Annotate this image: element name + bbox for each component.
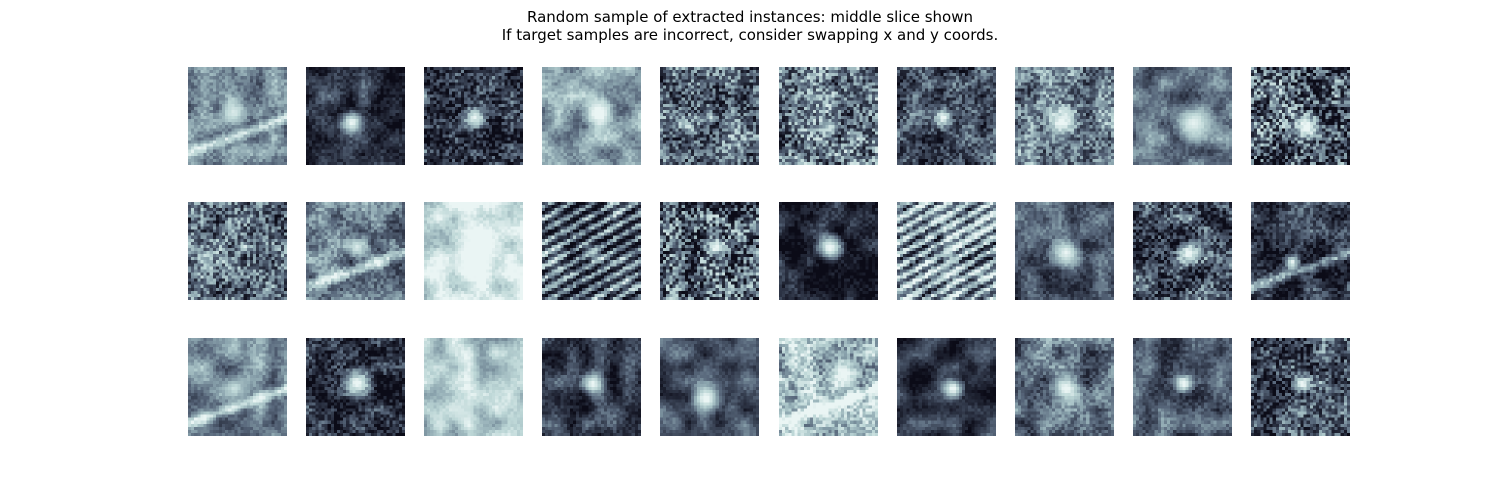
instance-thumbnail-r2c7 [897,202,996,300]
instance-thumbnail-r2c1 [188,202,287,300]
instance-thumbnail-r3c4 [542,338,641,436]
instance-thumbnail-r1c10 [1251,67,1350,165]
instance-thumbnail-r2c3 [424,202,523,300]
instance-thumbnail-r3c6 [779,338,878,436]
instance-thumbnail-r3c1 [188,338,287,436]
instance-thumbnail-r2c10 [1251,202,1350,300]
instance-thumbnail-r3c2 [306,338,405,436]
instance-thumbnail-r3c5 [660,338,759,436]
figure-title-line-2: If target samples are incorrect, conside… [501,26,999,44]
figure-title-line-1: Random sample of extracted instances: mi… [527,8,973,26]
instance-thumbnail-r3c7 [897,338,996,436]
instance-thumbnail-r1c9 [1133,67,1232,165]
instance-thumbnail-r1c6 [779,67,878,165]
instance-thumbnail-r2c9 [1133,202,1232,300]
instance-thumbnail-r1c2 [306,67,405,165]
instance-thumbnail-r3c3 [424,338,523,436]
instance-thumbnail-r1c3 [424,67,523,165]
instance-thumbnail-r2c2 [306,202,405,300]
instance-thumbnail-r1c5 [660,67,759,165]
figure-title: Random sample of extracted instances: mi… [0,8,1500,44]
instance-thumbnail-r3c10 [1251,338,1350,436]
instance-thumbnail-r3c9 [1133,338,1232,436]
instance-thumbnail-r2c6 [779,202,878,300]
instance-thumbnail-r1c8 [1015,67,1114,165]
instance-thumbnail-r2c4 [542,202,641,300]
instance-thumbnail-r3c8 [1015,338,1114,436]
instance-thumbnail-r1c4 [542,67,641,165]
instance-thumbnail-r1c1 [188,67,287,165]
instance-thumbnail-r2c8 [1015,202,1114,300]
instance-thumbnail-r2c5 [660,202,759,300]
instance-thumbnail-r1c7 [897,67,996,165]
